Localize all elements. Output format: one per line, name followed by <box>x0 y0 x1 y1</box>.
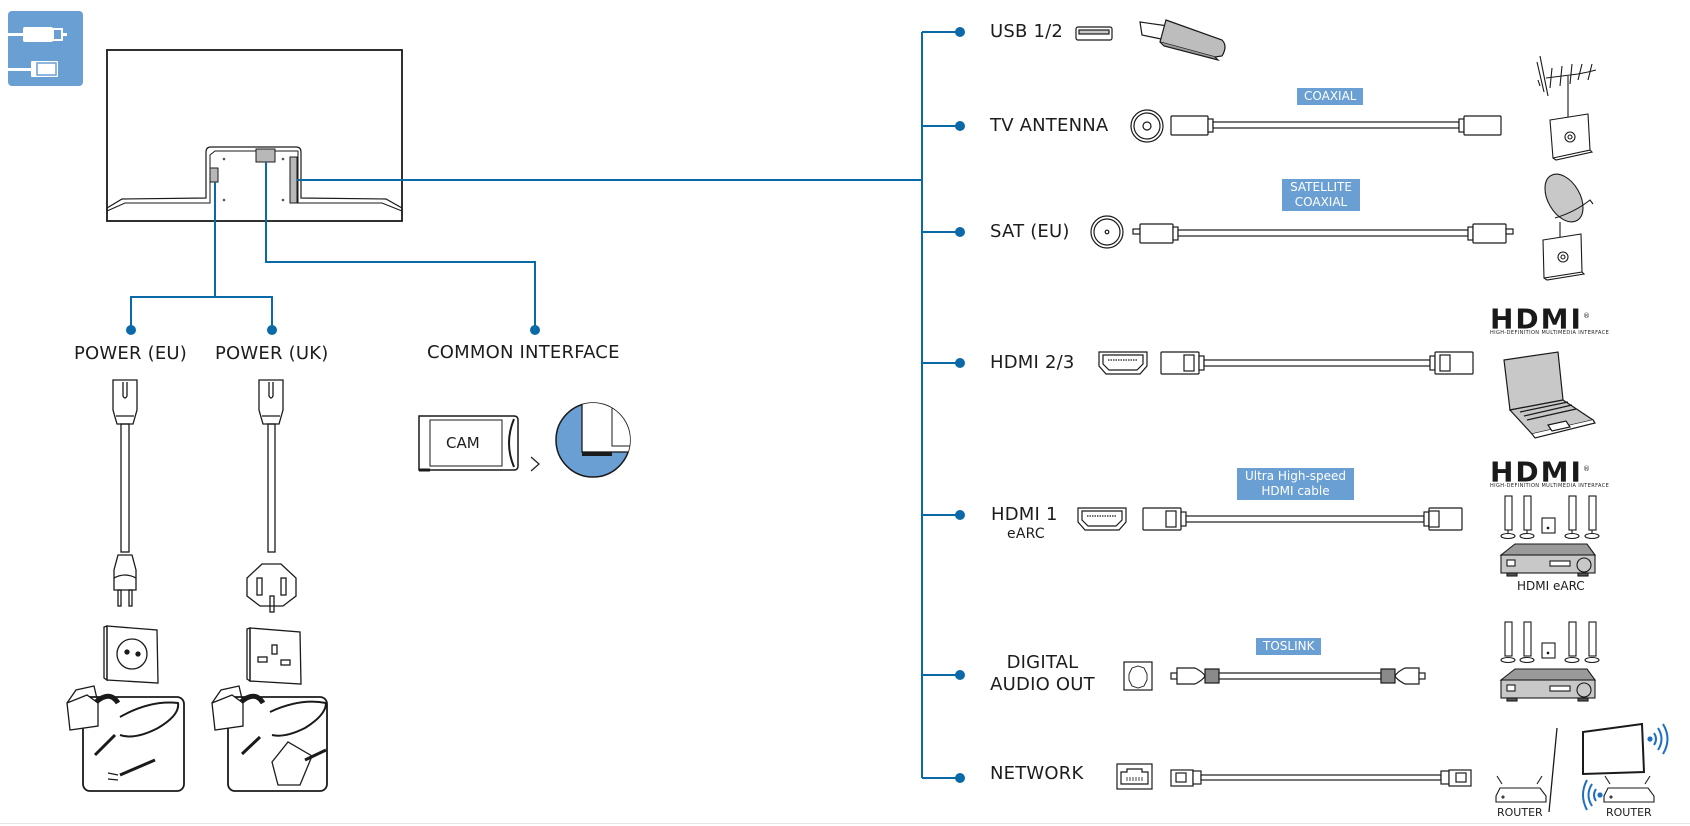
coaxial-cable <box>1170 115 1502 136</box>
power-uk-illustration <box>211 379 328 792</box>
cable-tag-line: HDMI cable <box>1261 484 1330 498</box>
port-label-sat: SAT (EU) <box>990 221 1070 242</box>
bottom-divider <box>0 823 1690 824</box>
port-label-tv-antenna: TV ANTENNA <box>990 115 1109 136</box>
home-theater-icon <box>1499 621 1600 702</box>
tv-back-panel <box>106 49 403 222</box>
cable-tag-line: COAXIAL <box>1294 195 1348 209</box>
speaker-icon <box>1500 621 1516 664</box>
hdmi-logo: HDMI® <box>1490 455 1592 489</box>
speaker-icon <box>1519 621 1535 664</box>
hdmi-earc-port-icon <box>1077 507 1127 531</box>
cam-module <box>418 415 519 472</box>
connection-lines <box>130 31 960 779</box>
line-power-split <box>130 296 273 330</box>
satellite-dish-icon <box>1542 173 1594 281</box>
port-label-common-interface: COMMON INTERFACE <box>427 342 620 363</box>
connections-icon <box>8 11 83 86</box>
port-label-power-eu: POWER (EU) <box>74 343 188 364</box>
port-label-audio-out: AUDIO OUT <box>990 674 1095 695</box>
port-label-power-uk: POWER (UK) <box>215 343 329 364</box>
port-label-hdmi-23: HDMI 2/3 <box>990 352 1075 373</box>
optical-port-icon <box>1123 661 1153 691</box>
antenna-port-icon <box>1130 109 1164 143</box>
speaker-icon <box>1584 495 1600 540</box>
router-wireless-icon <box>1603 775 1655 803</box>
hdmi-logo-tagline: HIGH-DEFINITION MULTIMEDIA INTERFACE <box>1490 483 1610 489</box>
usb-port-icon <box>1075 26 1113 41</box>
hdmi-logo: HDMI® <box>1490 302 1592 336</box>
divider-slash <box>1548 727 1558 813</box>
router-wired-icon <box>1495 775 1547 803</box>
ethernet-cable <box>1170 769 1472 787</box>
cable-tag-line: Ultra High-speed <box>1244 469 1347 483</box>
line-ci <box>265 162 536 330</box>
speaker-icon <box>1564 621 1580 664</box>
port-label-digital: DIGITAL <box>1006 652 1079 673</box>
hdmi-cable <box>1160 351 1474 375</box>
cable-tag-coaxial: COAXIAL <box>1297 88 1364 105</box>
hdmi-port-icon <box>1098 351 1148 375</box>
antenna-wall-icon <box>1536 55 1597 161</box>
wireless-tv-icon <box>1582 722 1646 776</box>
speaker-icon <box>1564 495 1580 540</box>
cable-tag-satellite-coaxial: SATELLITE COAXIAL <box>1282 179 1360 211</box>
subwoofer-icon <box>1541 642 1556 659</box>
power-eu-illustration <box>66 379 185 792</box>
av-receiver-icon <box>1499 668 1597 702</box>
cable-tag-line: SATELLITE <box>1290 180 1352 194</box>
cable-tag-toslink: TOSLINK <box>1256 638 1322 655</box>
cam-label: CAM <box>446 434 480 452</box>
usb-stick-icon <box>1139 19 1226 62</box>
laptop-icon <box>1503 351 1596 439</box>
router-label-wired: ROUTER <box>1497 806 1543 819</box>
home-theater-earc-icon <box>1499 495 1600 577</box>
speaker-icon <box>1519 495 1535 540</box>
toslink-cable <box>1170 667 1426 685</box>
satellite-coaxial-cable <box>1132 223 1514 244</box>
ethernet-port-icon <box>1116 763 1153 790</box>
port-label-network: NETWORK <box>990 763 1084 784</box>
cable-tag-ultra-high-speed-hdmi: Ultra High-speed HDMI cable <box>1237 468 1354 500</box>
port-sublabel-earc: eARC <box>1007 526 1045 542</box>
speaker-icon <box>1500 495 1516 540</box>
cam-arrow-icon <box>530 456 540 472</box>
port-label-usb: USB 1/2 <box>990 21 1064 42</box>
hdmi-logo-tagline: HIGH-DEFINITION MULTIMEDIA INTERFACE <box>1490 330 1610 336</box>
port-label-hdmi-1: HDMI 1 <box>991 504 1058 525</box>
router-label-wireless: ROUTER <box>1606 806 1652 819</box>
av-receiver-icon <box>1499 543 1597 577</box>
sat-port-icon <box>1090 215 1124 249</box>
ci-slot-zoom-icon <box>555 402 631 478</box>
earc-caption: HDMI eARC <box>1517 579 1585 593</box>
wifi-signal-icon <box>1647 723 1669 755</box>
subwoofer-icon <box>1541 517 1556 534</box>
speaker-icon <box>1584 621 1600 664</box>
wifi-signal-icon <box>1582 779 1603 811</box>
connection-dots <box>126 27 965 783</box>
ultra-high-speed-hdmi-cable <box>1142 507 1463 531</box>
